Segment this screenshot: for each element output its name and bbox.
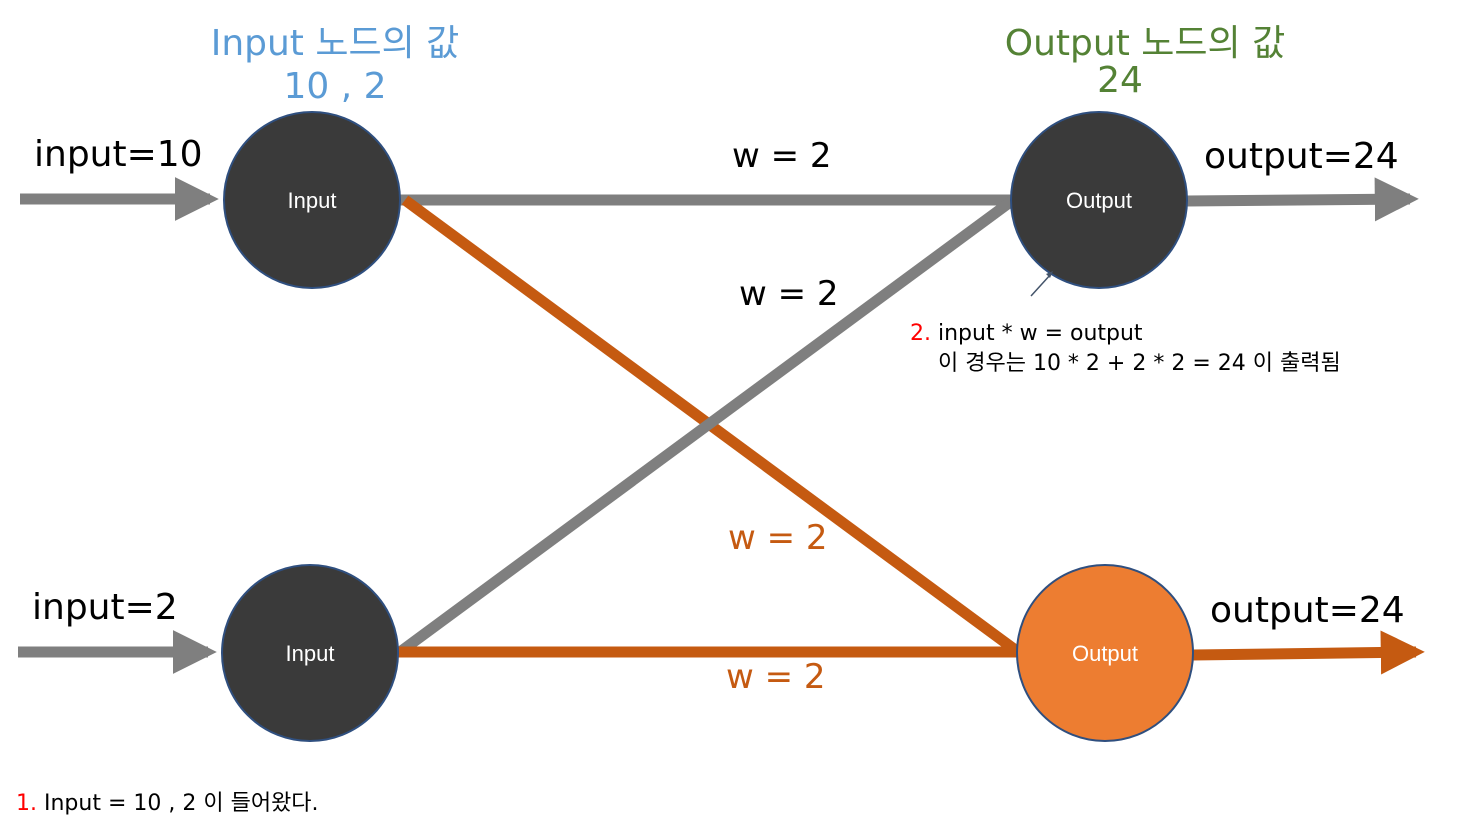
weight-label-cross-up: w = 2: [739, 274, 839, 314]
input-values: 10 , 2: [283, 66, 387, 107]
note-step-1-number: 1.: [16, 791, 37, 816]
input-node-bottom-label: Input: [286, 641, 335, 666]
weight-label-top: w = 2: [732, 136, 832, 176]
output-values-title: Output 노드의 값: [1004, 23, 1286, 64]
output-arrow-top: [1186, 177, 1419, 222]
input-label-bottom: input=2: [32, 587, 178, 628]
note-step-1-text: Input = 10 , 2 이 들어왔다.: [44, 791, 319, 816]
note-pointer-arrow: [1030, 273, 1052, 297]
output-node-bottom: Output: [1016, 564, 1194, 742]
output-node-top: Output: [1010, 111, 1188, 289]
weight-label-bottom: w = 2: [726, 657, 826, 697]
input-label-top: input=10: [34, 134, 203, 175]
output-arrow-bottom: [1192, 630, 1425, 675]
output-values: 24: [1097, 60, 1143, 101]
note-step-2-line1: input * w = output: [938, 321, 1143, 346]
note-step-2-line2: 이 경우는 10 * 2 + 2 * 2 = 24 이 출력됨: [938, 351, 1341, 376]
input-values-title: Input 노드의 값: [210, 23, 460, 64]
edge-input-bottom-to-output-top: [396, 195, 1017, 657]
output-node-top-label: Output: [1066, 188, 1132, 213]
output-label-top: output=24: [1204, 136, 1399, 177]
input-node-bottom: Input: [221, 564, 399, 742]
note-step-2-number: 2.: [910, 321, 931, 346]
input-node-top-label: Input: [288, 188, 337, 213]
note-step-1: 1. Input = 10 , 2 이 들어왔다.: [16, 789, 319, 819]
output-label-bottom: output=24: [1210, 590, 1405, 631]
note-step-2: 2. input * w = output 이 경우는 10 * 2 + 2 *…: [910, 319, 1341, 379]
output-node-bottom-label: Output: [1072, 641, 1138, 666]
note-pointer-arrowhead: [1046, 271, 1053, 278]
input-node-top: Input: [223, 111, 401, 289]
weight-label-cross-down: w = 2: [728, 518, 828, 558]
